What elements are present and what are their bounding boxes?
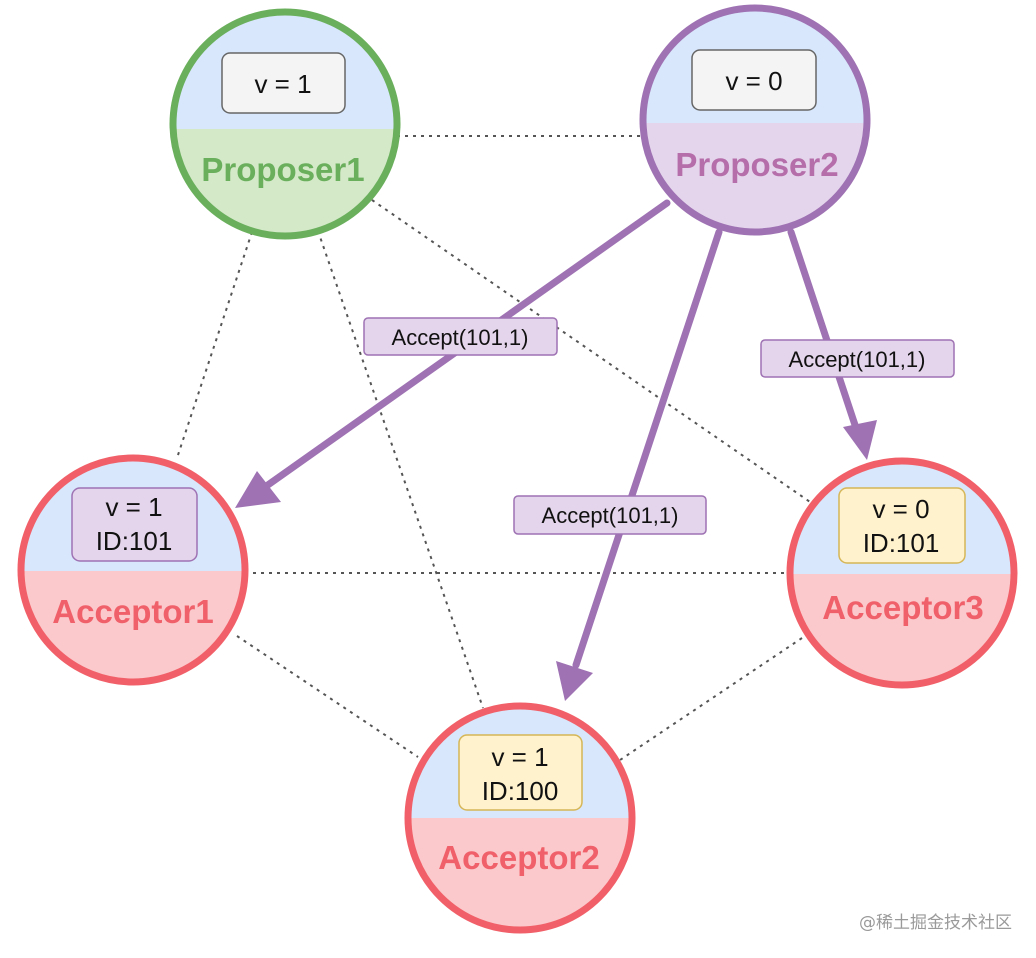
message-label-2: Accept(101,1) <box>513 495 707 535</box>
proposer2-value: v = 0 <box>725 66 782 96</box>
acceptor2-value-box <box>458 734 583 811</box>
acceptor3-id: ID:101 <box>863 528 940 558</box>
proposer1-value-box <box>221 52 346 114</box>
acceptor2-ring <box>404 702 636 934</box>
proposer1-value: v = 1 <box>254 69 311 99</box>
dotted-connections <box>176 135 814 761</box>
acceptor1-value-box <box>71 487 198 562</box>
arrow-to-acceptor2 <box>556 228 723 701</box>
acceptor2-node: v = 1 ID:100 Acceptor2 <box>404 702 636 934</box>
proposer2-label: Proposer2 <box>675 146 838 183</box>
proposer2-node: v = 0 Proposer2 <box>639 4 871 236</box>
acceptor1-value: v = 1 <box>105 492 162 522</box>
watermark: @稀土掘金技术社区 <box>859 913 1012 933</box>
acceptor2-value: v = 1 <box>491 742 548 772</box>
acceptor3-value-box <box>838 487 966 564</box>
acceptor3-node: v = 0 ID:101 Acceptor3 <box>786 457 1018 689</box>
arrowhead-acceptor3 <box>843 420 877 460</box>
proposer1-label: Proposer1 <box>201 151 364 188</box>
link-acceptor1-acceptor2 <box>236 635 419 758</box>
message-label-1: Accept(101,1) <box>363 317 558 356</box>
acceptor3-ring <box>786 457 1018 689</box>
link-proposer1-acceptor2 <box>317 230 484 709</box>
proposer1-ring <box>169 8 401 240</box>
acceptor2-label: Acceptor2 <box>438 839 599 876</box>
arrowhead-acceptor2 <box>556 661 593 701</box>
link-acceptor3-acceptor2 <box>619 637 803 761</box>
arrowhead-acceptor1 <box>235 471 281 508</box>
arrow-to-acceptor3 <box>787 228 877 460</box>
message-label-3: Accept(101,1) <box>760 339 955 378</box>
proposer2-value-box <box>691 49 817 111</box>
link-proposer1-acceptor1 <box>176 231 253 459</box>
acceptor1-id: ID:101 <box>96 526 173 556</box>
proposer1-node: v = 1 Proposer1 <box>169 8 401 240</box>
proposer2-ring <box>639 4 871 236</box>
acceptor1-ring <box>17 454 249 686</box>
message-text-acceptor3: Accept(101,1) <box>789 347 926 372</box>
message-text-acceptor2: Accept(101,1) <box>542 503 679 528</box>
acceptor1-label: Acceptor1 <box>52 593 213 630</box>
acceptor3-label: Acceptor3 <box>822 589 983 626</box>
acceptor1-node: v = 1 ID:101 Acceptor1 <box>17 454 249 686</box>
message-text-acceptor1: Accept(101,1) <box>392 325 529 350</box>
acceptor3-value: v = 0 <box>872 494 929 524</box>
link-proposer1-acceptor3 <box>371 199 814 505</box>
acceptor2-id: ID:100 <box>482 776 559 806</box>
accept-arrows <box>235 199 877 701</box>
